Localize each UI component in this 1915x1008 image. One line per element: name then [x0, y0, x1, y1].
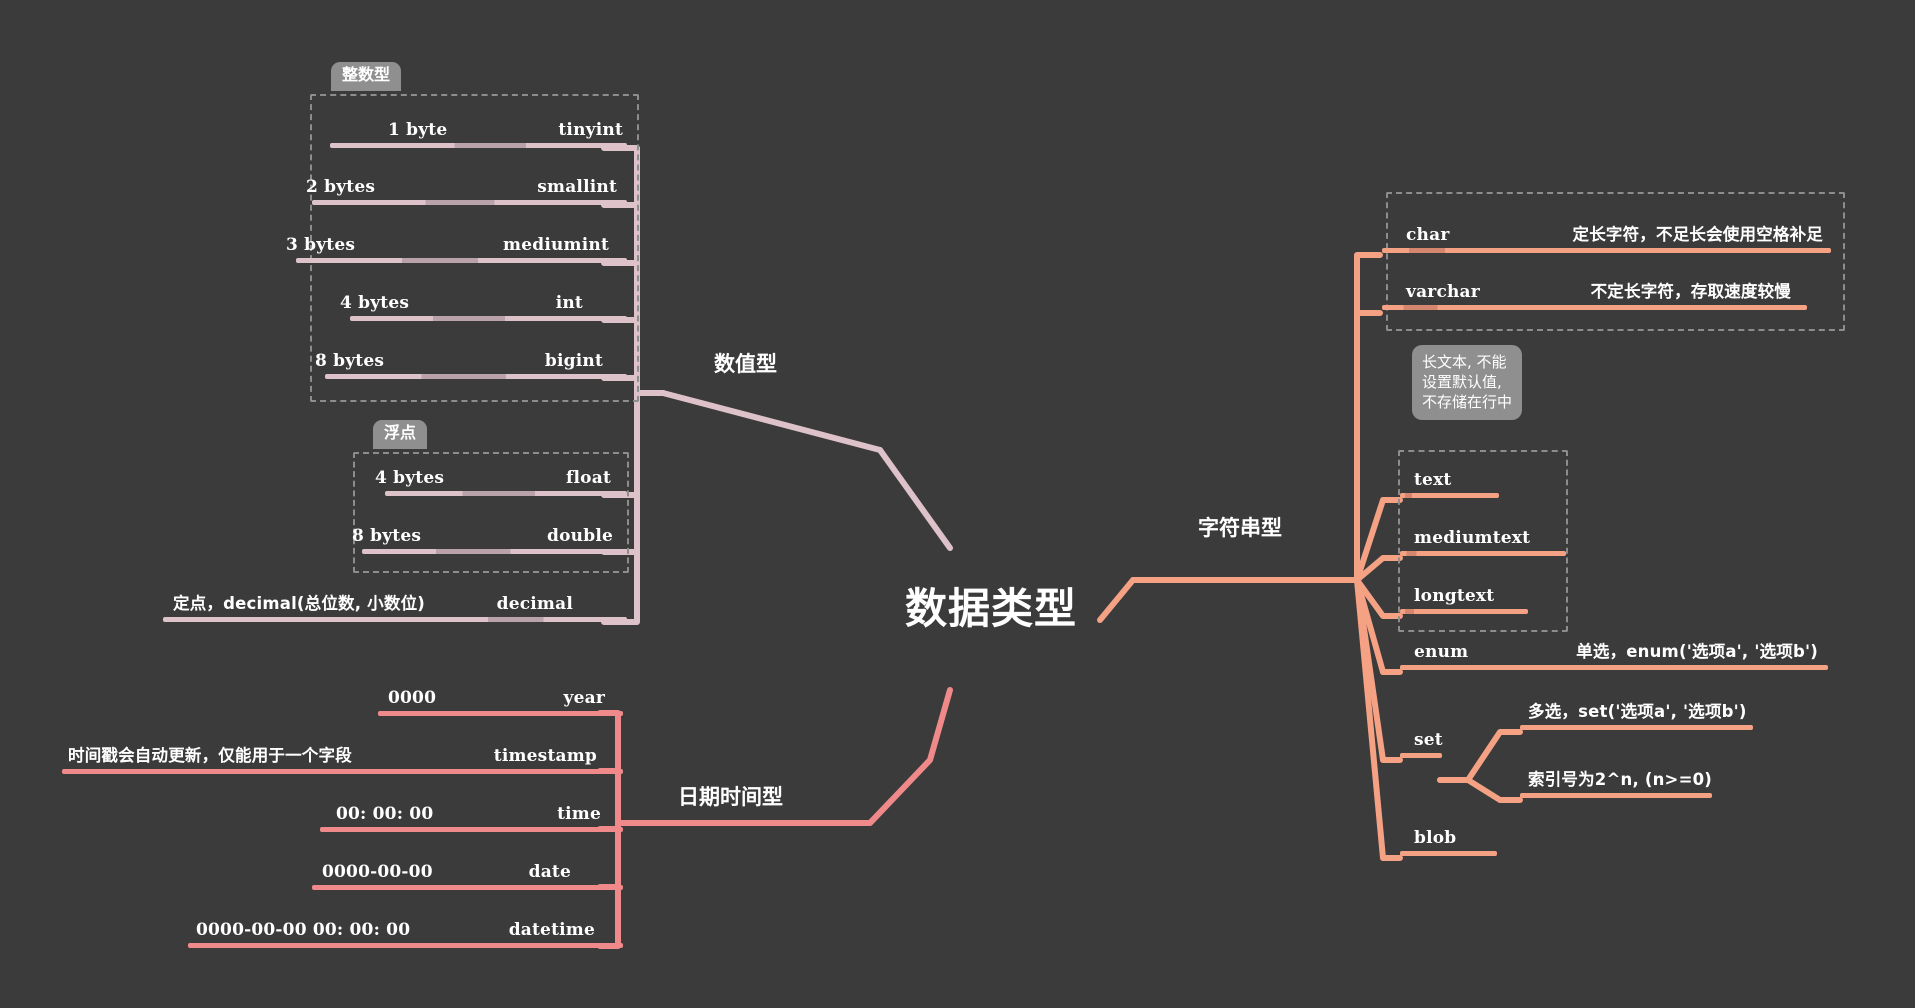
- leaf-underline: [1400, 551, 1566, 556]
- leaf-row-longtext[interactable]: longtext: [1400, 574, 1528, 614]
- leaf-row-char[interactable]: char 定长字符，不足长会使用空格补足: [1382, 213, 1831, 253]
- leaf-name: int: [555, 293, 583, 313]
- leaf-row-datetime[interactable]: 0000-00-00 00: 00: 00 datetime: [188, 908, 623, 948]
- leaf-desc: 1 byte: [388, 120, 448, 140]
- branch-title-numeric[interactable]: 数值型: [714, 352, 777, 376]
- leaf-name: blob: [1414, 828, 1457, 848]
- leaf-name: smallint: [537, 177, 617, 197]
- leaf-row-double[interactable]: 8 bytes double: [352, 514, 627, 554]
- leaf-name: tinyint: [558, 120, 623, 140]
- leaf-desc: 2 bytes: [306, 177, 376, 197]
- leaf-name: text: [1414, 470, 1452, 490]
- leaf-row-text[interactable]: text: [1400, 458, 1499, 498]
- group-tab-float[interactable]: 浮点: [373, 420, 428, 449]
- leaf-desc: 单选，enum('选项a', '选项b'): [1576, 642, 1818, 661]
- leaf-row-year[interactable]: 0000 year: [378, 676, 623, 716]
- leaf-desc: 4 bytes: [340, 293, 410, 313]
- leaf-row-decimal[interactable]: 定点，decimal(总位数, 小数位) decimal: [163, 582, 627, 622]
- group-box-integer: [310, 94, 639, 402]
- leaf-row-set-index[interactable]: 索引号为2^n, (n>=0): [1520, 758, 1712, 798]
- leaf-desc: 00: 00: 00: [336, 804, 434, 824]
- leaf-desc: 8 bytes: [352, 526, 422, 546]
- leaf-name: date: [528, 862, 571, 882]
- leaf-underline: [1382, 305, 1807, 310]
- leaf-underline: [62, 769, 623, 774]
- leaf-row-date[interactable]: 0000-00-00 date: [312, 850, 623, 890]
- leaf-underline: [1520, 793, 1712, 798]
- leaf-desc: 定点，decimal(总位数, 小数位): [173, 594, 426, 613]
- leaf-desc: 8 bytes: [315, 351, 385, 371]
- group-tab-integer[interactable]: 整数型: [331, 62, 402, 91]
- leaf-row-set[interactable]: set: [1400, 718, 1443, 758]
- leaf-name: bigint: [544, 351, 603, 371]
- leaf-desc: 索引号为2^n, (n>=0): [1528, 770, 1713, 789]
- leaf-row-mediumtext[interactable]: mediumtext: [1400, 516, 1566, 556]
- leaf-underline: [378, 711, 623, 716]
- leaf-row-varchar[interactable]: varchar 不定长字符，存取速度较慢: [1382, 270, 1807, 310]
- leaf-name: mediumint: [503, 235, 609, 255]
- leaf-underline: [1400, 665, 1828, 670]
- leaf-row-int[interactable]: 4 bytes int: [340, 281, 627, 321]
- leaf-underline: [330, 143, 627, 148]
- root-node-title[interactable]: 数据类型: [905, 584, 1078, 633]
- leaf-row-timestamp[interactable]: 时间戳会自动更新，仅能用于一个字段 timestamp: [62, 734, 623, 774]
- leaf-row-time[interactable]: 00: 00: 00 time: [320, 792, 623, 832]
- group-box-text: [1398, 450, 1568, 632]
- leaf-underline: [1400, 753, 1442, 758]
- leaf-desc: 0000-00-00: [322, 862, 433, 882]
- leaf-underline: [1400, 851, 1497, 856]
- leaf-name: datetime: [508, 920, 595, 940]
- leaf-desc: 0000-00-00 00: 00: 00: [196, 920, 411, 940]
- leaf-underline: [296, 258, 627, 263]
- group-box-float: [353, 452, 629, 573]
- leaf-underline: [325, 374, 627, 379]
- leaf-row-float[interactable]: 4 bytes float: [375, 456, 627, 496]
- leaf-underline: [312, 885, 623, 890]
- leaf-name: decimal: [496, 594, 573, 614]
- leaf-desc: 3 bytes: [286, 235, 356, 255]
- leaf-row-mediumint[interactable]: 3 bytes mediumint: [286, 223, 627, 263]
- leaf-row-bigint[interactable]: 8 bytes bigint: [315, 339, 627, 379]
- leaf-underline: [1382, 248, 1831, 253]
- leaf-underline: [362, 549, 627, 554]
- leaf-underline: [1520, 725, 1753, 730]
- leaf-underline: [188, 943, 623, 948]
- leaf-row-set-multi[interactable]: 多选，set('选项a', '选项b'): [1520, 690, 1753, 730]
- leaf-name: mediumtext: [1414, 528, 1531, 548]
- leaf-row-blob[interactable]: blob: [1400, 816, 1497, 856]
- leaf-underline: [1400, 609, 1528, 614]
- leaf-name: timestamp: [493, 746, 597, 766]
- leaf-underline: [312, 200, 627, 205]
- group-box-char: [1386, 192, 1845, 331]
- leaf-underline: [385, 491, 627, 496]
- leaf-desc: 4 bytes: [375, 468, 445, 488]
- branch-title-datetime[interactable]: 日期时间型: [678, 785, 783, 809]
- leaf-desc: 时间戳会自动更新，仅能用于一个字段: [68, 746, 352, 765]
- leaf-name: enum: [1414, 642, 1469, 662]
- leaf-name: year: [563, 688, 605, 708]
- leaf-name: char: [1406, 225, 1450, 245]
- leaf-desc: 不定长字符，存取速度较慢: [1590, 282, 1791, 301]
- leaf-name: float: [566, 468, 611, 488]
- leaf-name: time: [557, 804, 601, 824]
- leaf-underline: [320, 827, 623, 832]
- leaf-row-smallint[interactable]: 2 bytes smallint: [306, 165, 627, 205]
- leaf-desc: 0000: [388, 688, 437, 708]
- leaf-name: set: [1414, 730, 1443, 750]
- leaf-desc: 多选，set('选项a', '选项b'): [1528, 702, 1747, 721]
- callout-text-note[interactable]: 长文本, 不能设置默认值, 不存储在行中: [1412, 345, 1522, 421]
- leaf-underline: [1400, 493, 1499, 498]
- leaf-row-tinyint[interactable]: 1 byte tinyint: [330, 108, 627, 148]
- leaf-name: varchar: [1406, 282, 1480, 302]
- leaf-desc: 定长字符，不足长会使用空格补足: [1572, 225, 1823, 244]
- leaf-underline: [350, 316, 627, 321]
- leaf-row-enum[interactable]: enum 单选，enum('选项a', '选项b'): [1400, 630, 1828, 670]
- leaf-name: longtext: [1414, 586, 1495, 606]
- leaf-underline: [163, 617, 627, 622]
- branch-title-string[interactable]: 字符串型: [1198, 516, 1282, 540]
- leaf-name: double: [547, 526, 613, 546]
